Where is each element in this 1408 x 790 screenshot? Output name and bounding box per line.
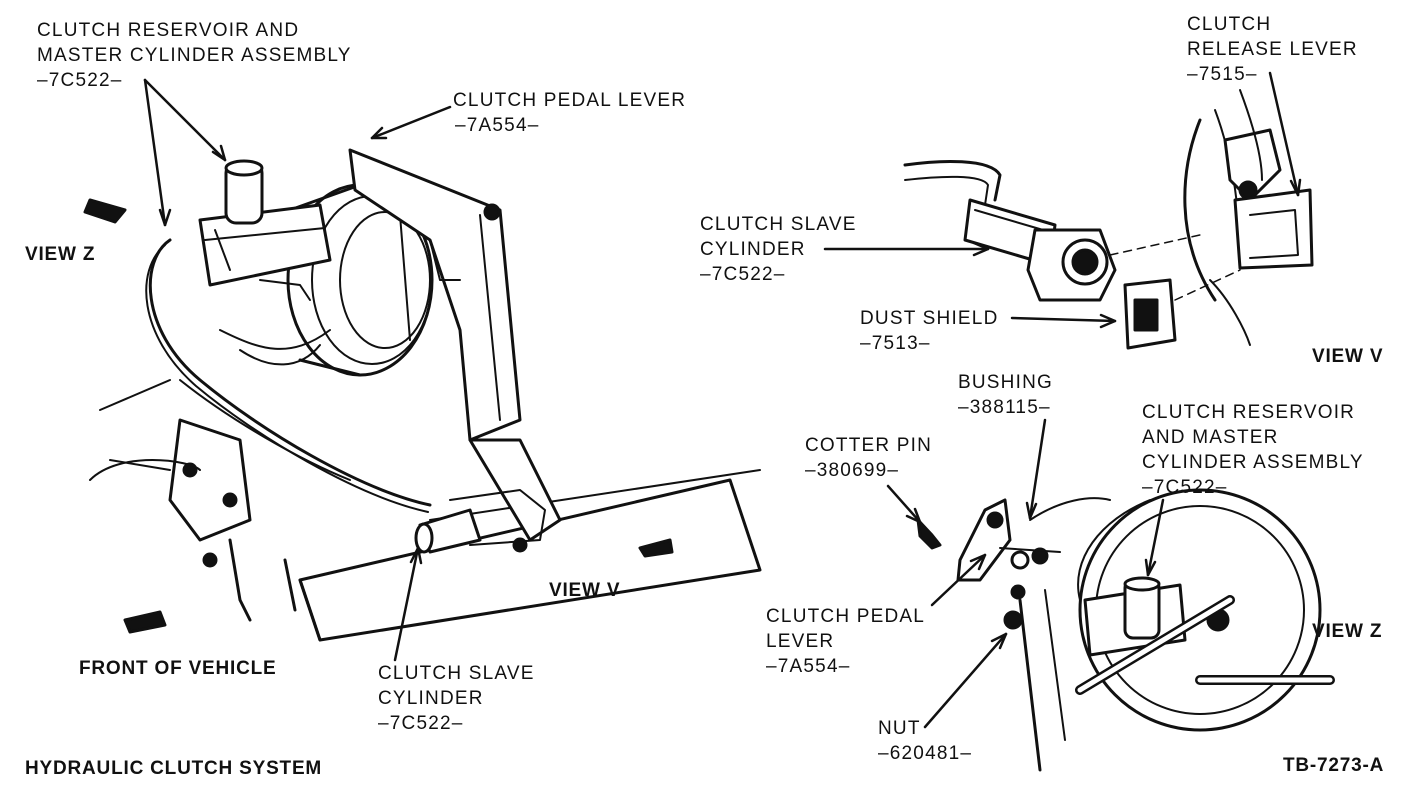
release-lever-callout: CLUTCH RELEASE LEVER –7515– <box>1187 12 1358 87</box>
figure-code: TB-7273-A <box>1283 755 1385 776</box>
dust-shield-label: DUST SHIELD <box>860 308 999 329</box>
view-v-marker-main: VIEW V <box>549 580 621 601</box>
cotter-pin-label: COTTER PIN <box>805 435 933 456</box>
dust-shield-callout: DUST SHIELD –7513– <box>860 306 999 356</box>
main-leader-lines <box>143 78 452 662</box>
main-assembly-drawing <box>83 148 762 642</box>
view-z-marker-detail: VIEW Z <box>1312 621 1383 642</box>
nut-callout: NUT –620481– <box>878 716 972 766</box>
slave-cylinder-detail-line1: CLUTCH SLAVE <box>700 214 857 235</box>
slave-cylinder-detail-part-number: –7C522– <box>700 264 786 285</box>
pedal-lever-part-number: –7A554– <box>455 115 540 136</box>
view-v-detail-drawing <box>903 89 1314 350</box>
release-lever-label-line2: RELEASE LEVER <box>1187 39 1358 60</box>
bushing-label: BUSHING <box>958 372 1053 393</box>
slave-cylinder-label-line1: CLUTCH SLAVE <box>378 663 535 684</box>
slave-cylinder-part-number: –7C522– <box>378 713 464 734</box>
pedal-lever-detail-line2: LEVER <box>766 631 835 652</box>
slave-cylinder-callout: CLUTCH SLAVE CYLINDER –7C522– <box>378 661 535 736</box>
slave-cylinder-label-line2: CYLINDER <box>378 688 484 709</box>
bushing-part-number: –388115– <box>958 397 1051 418</box>
cotter-pin-callout: COTTER PIN –380699– <box>805 433 932 483</box>
pedal-lever-detail-callout: CLUTCH PEDAL LEVER –7A554– <box>766 604 925 679</box>
master-cylinder-detail-line2: AND MASTER <box>1142 427 1279 448</box>
bushing-callout: BUSHING –388115– <box>958 370 1053 420</box>
master-cylinder-detail-callout: CLUTCH RESERVOIR AND MASTER CYLINDER ASS… <box>1142 400 1364 500</box>
master-cylinder-part-number: –7C522– <box>37 70 123 91</box>
master-cylinder-label-line1: CLUTCH RESERVOIR AND <box>37 20 300 41</box>
view-z-marker-main: VIEW Z <box>25 244 96 265</box>
view-v-leader-lines <box>823 71 1302 329</box>
slave-cylinder-detail-line2: CYLINDER <box>700 239 806 260</box>
pedal-lever-callout: CLUTCH PEDAL LEVER –7A554– <box>453 88 686 138</box>
master-cylinder-label-line2: MASTER CYLINDER ASSEMBLY <box>37 45 352 66</box>
slave-cylinder-detail-callout: CLUTCH SLAVE CYLINDER –7C522– <box>700 212 857 287</box>
master-cylinder-detail-line3: CYLINDER ASSEMBLY <box>1142 452 1364 473</box>
view-z-leader-lines <box>886 418 1165 729</box>
nut-part-number: –620481– <box>878 743 973 764</box>
pedal-lever-detail-part-number: –7A554– <box>766 656 851 677</box>
view-z-detail-drawing <box>916 488 1335 772</box>
master-cylinder-detail-part-number: –7C522– <box>1142 477 1228 498</box>
front-of-vehicle-label: FRONT OF VEHICLE <box>79 658 277 679</box>
nut-label: NUT <box>878 718 921 739</box>
pedal-lever-label: CLUTCH PEDAL LEVER <box>453 90 687 111</box>
figure-title: HYDRAULIC CLUTCH SYSTEM <box>25 758 323 779</box>
view-v-marker-detail: VIEW V <box>1312 346 1384 367</box>
pedal-lever-detail-line1: CLUTCH PEDAL <box>766 606 926 627</box>
master-cylinder-callout: CLUTCH RESERVOIR AND MASTER CYLINDER ASS… <box>37 18 352 93</box>
release-lever-label-line1: CLUTCH <box>1187 14 1272 35</box>
cotter-pin-part-number: –380699– <box>805 460 900 481</box>
dust-shield-part-number: –7513– <box>860 333 931 354</box>
master-cylinder-detail-line1: CLUTCH RESERVOIR <box>1142 402 1356 423</box>
release-lever-part-number: –7515– <box>1187 64 1258 85</box>
